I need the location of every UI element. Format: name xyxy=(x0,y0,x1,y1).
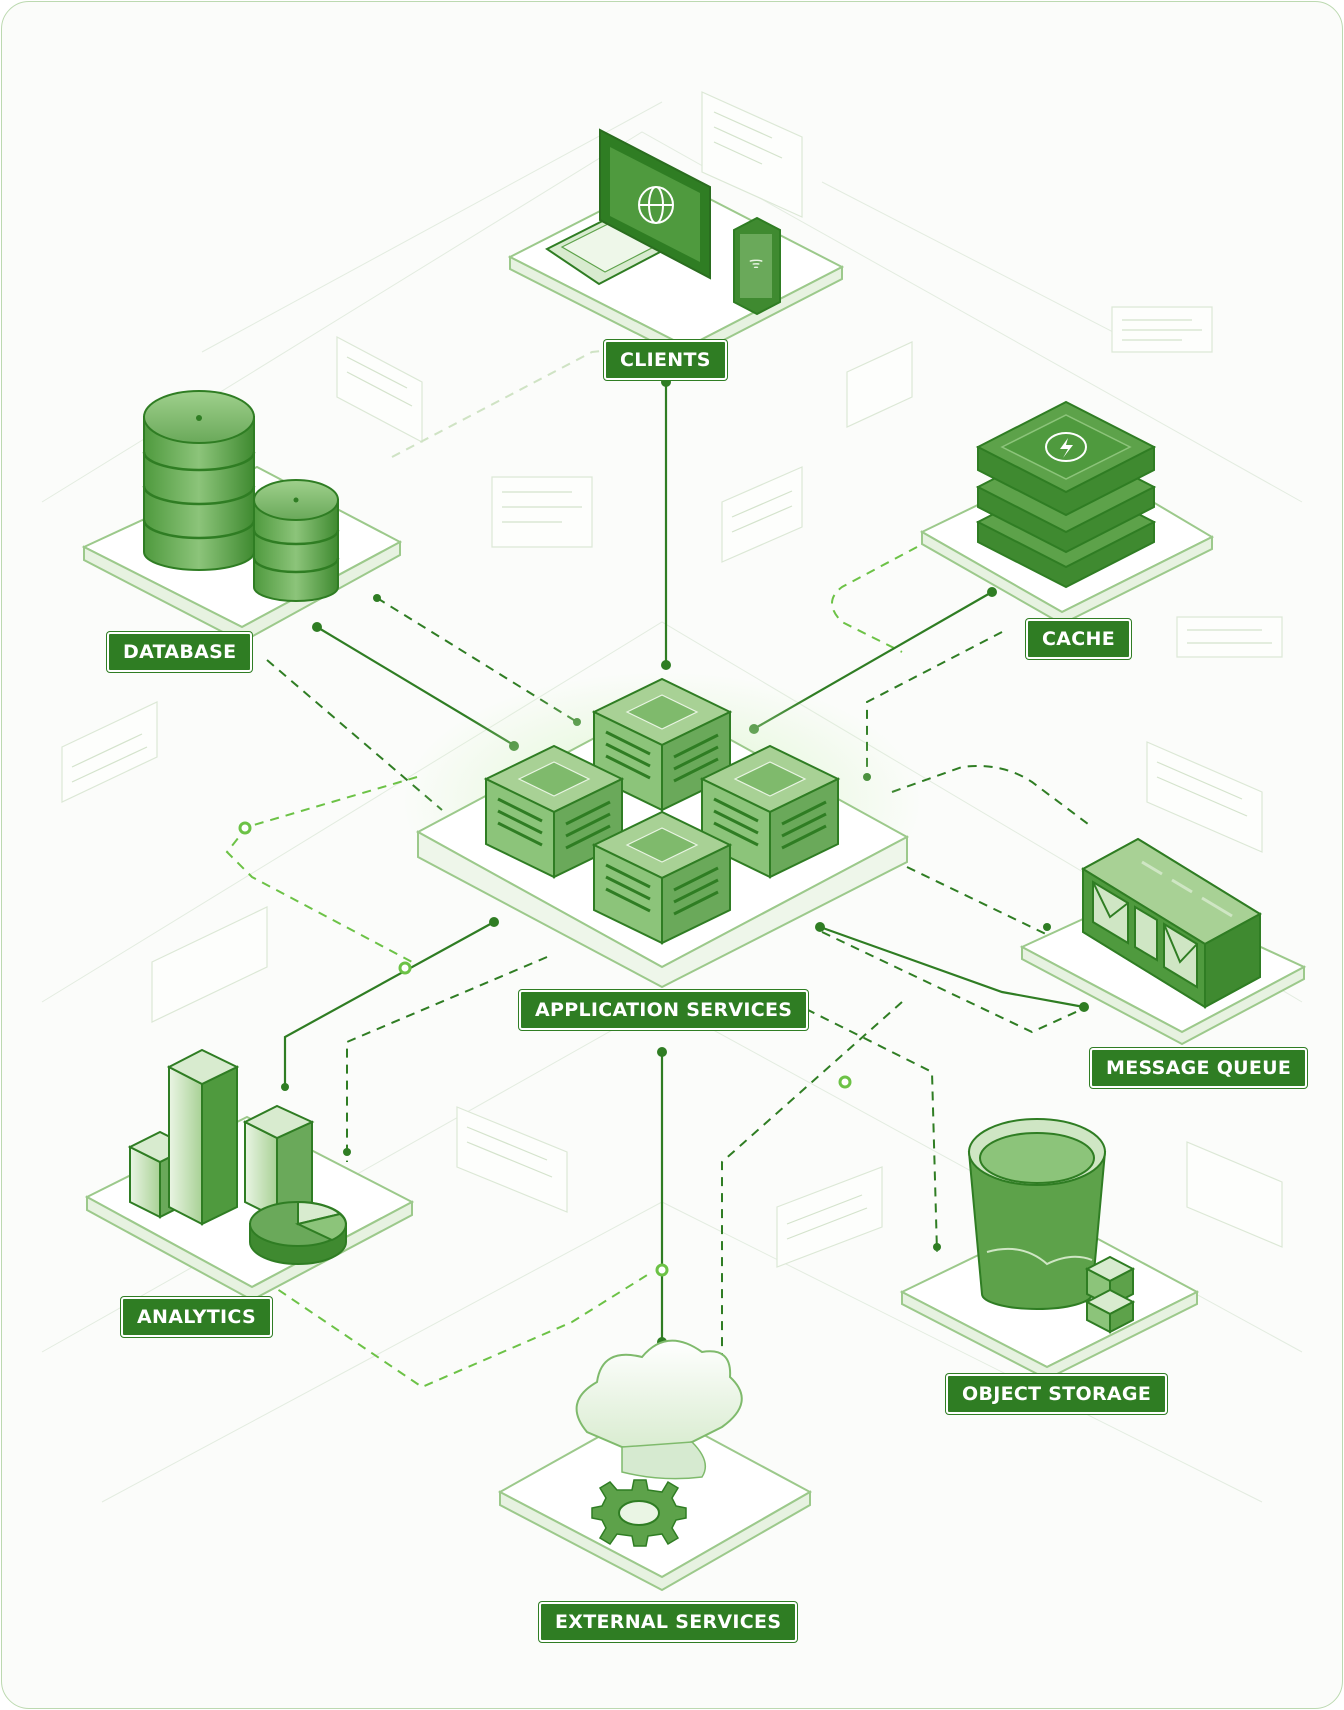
svg-text:ᯤ: ᯤ xyxy=(749,253,764,272)
label-object-storage: OBJECT STORAGE xyxy=(946,1374,1168,1414)
message-queue-node xyxy=(1019,837,1307,1046)
app-to-mq-dashed-2 xyxy=(821,931,1088,1034)
gear-icon xyxy=(591,1479,687,1547)
mq-loop-dashed xyxy=(891,765,1093,828)
globe-icon xyxy=(638,186,674,224)
annotation-card xyxy=(1176,616,1283,658)
object-storage-node xyxy=(899,1118,1200,1381)
pie-chart-icon xyxy=(249,1200,347,1265)
label-analytics: ANALYTICS xyxy=(121,1297,272,1337)
mq-to-app-dashed xyxy=(906,866,1053,938)
annotation-card xyxy=(151,906,268,1023)
bar-chart-icon xyxy=(127,1048,315,1226)
annotation-card xyxy=(721,466,803,563)
app-to-storage-dashed xyxy=(791,1001,938,1253)
lightning-icon xyxy=(1045,432,1087,462)
envelope-icon xyxy=(1092,880,1198,989)
annotation-card xyxy=(1146,741,1263,853)
cache-to-app-dashed xyxy=(866,631,1003,777)
dashed-connectors xyxy=(225,346,1093,1392)
laptop-icon xyxy=(545,128,711,286)
database-cylinder-icon xyxy=(142,390,256,571)
clients-node: ᯤ xyxy=(507,128,845,361)
app-to-mq-line xyxy=(819,925,1085,1009)
cache-stack-icon xyxy=(975,400,1157,589)
analytics-loop-dashed xyxy=(251,1271,653,1389)
cloud-icon xyxy=(575,1339,743,1480)
annotation-card xyxy=(701,91,803,218)
label-clients: CLIENTS xyxy=(604,340,727,380)
app-left-dashed xyxy=(225,776,418,963)
external-services-node xyxy=(497,1339,813,1592)
database-cylinder-icon xyxy=(252,479,340,602)
analytics-to-app-dashed xyxy=(346,956,548,1162)
annotation-card xyxy=(846,341,913,428)
label-application-services: APPLICATION SERVICES xyxy=(519,990,809,1030)
annotation-card xyxy=(776,1166,883,1268)
analytics-to-app-line xyxy=(283,921,495,1087)
cache-loop-dashed xyxy=(831,546,918,653)
app-to-external-dashed xyxy=(721,1001,903,1392)
annotation-card xyxy=(336,336,423,443)
label-external-services: EXTERNAL SERVICES xyxy=(539,1602,798,1642)
analytics-node xyxy=(84,1048,415,1302)
cache-node xyxy=(919,400,1215,626)
solid-connectors xyxy=(283,382,1085,1342)
object-boxes xyxy=(1084,1255,1136,1334)
server-cube-icon xyxy=(591,810,733,945)
phone-icon: ᯤ xyxy=(733,216,781,316)
annotation-card xyxy=(1186,1141,1283,1248)
server-cube-icon xyxy=(699,744,841,879)
application-services-node xyxy=(402,672,922,989)
annotation-card xyxy=(61,701,158,803)
label-database: DATABASE xyxy=(107,632,253,672)
label-cache: CACHE xyxy=(1026,619,1131,659)
annotation-card xyxy=(456,1106,568,1213)
bucket-icon xyxy=(967,1118,1107,1310)
annotation-card xyxy=(1111,306,1213,353)
annotation-card xyxy=(491,476,593,548)
database-node xyxy=(81,390,403,644)
annotation-cards xyxy=(61,91,1283,1268)
label-message-queue: MESSAGE QUEUE xyxy=(1090,1048,1308,1088)
server-cube-icon xyxy=(591,677,733,812)
